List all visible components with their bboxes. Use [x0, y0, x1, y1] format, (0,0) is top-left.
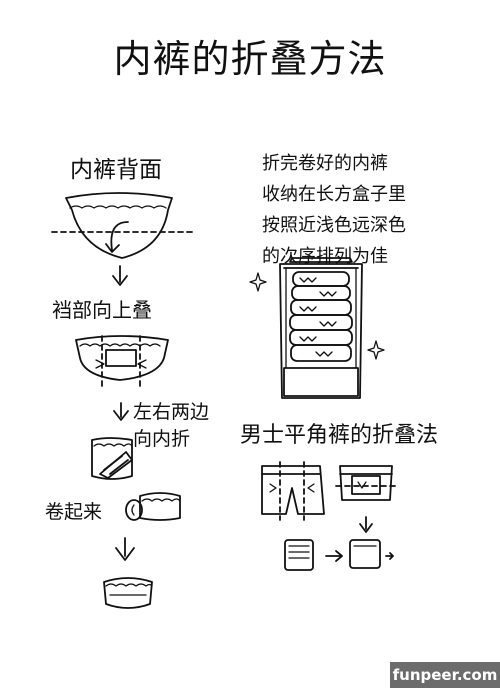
arrow-down-icon: [115, 537, 135, 561]
boxer-shorts-sides-folded-illustration: [335, 465, 399, 501]
storage-note-line: 按照近浅色远深色: [262, 215, 406, 236]
briefs-back-view-illustration: [51, 192, 193, 259]
arrow-right-icon: [325, 550, 343, 562]
briefs-sides-folded-illustration: [91, 437, 133, 480]
briefs-crotch-folded-illustration: [75, 335, 169, 391]
sparkle-icon: [367, 340, 385, 360]
site-watermark: funpeer.com: [390, 662, 500, 688]
storage-box-illustration: [279, 257, 363, 399]
storage-note-line: 收纳在长方盒子里: [262, 184, 406, 205]
step-fold-sides-line1: 左右两边: [133, 401, 210, 423]
briefs-rolling-illustration: [125, 492, 181, 521]
storage-note-line: 折完卷好的内裤: [262, 153, 388, 174]
sparkle-icon: [249, 272, 267, 292]
step-roll-up: 卷起来: [45, 501, 103, 523]
boxer-section-title: 男士平角裤的折叠法: [240, 423, 439, 448]
page-title: 内裤的折叠方法: [113, 37, 387, 81]
boxer-shorts-rolled-illustration: [284, 539, 314, 571]
boxer-shorts-folded-result-illustration: [349, 539, 381, 569]
arrow-down-icon: [112, 265, 128, 286]
arrow-down-icon: [359, 516, 373, 533]
arrow-down-icon: [113, 402, 129, 421]
step-fold-crotch-up: 裆部向上叠: [52, 298, 152, 322]
back-view-label: 内裤背面: [70, 157, 162, 183]
arrow-right-icon: [385, 552, 394, 560]
boxer-shorts-open-illustration: [261, 461, 325, 521]
step-fold-sides-line2: 向内折: [133, 428, 191, 450]
briefs-rolled-result-illustration: [103, 577, 153, 609]
